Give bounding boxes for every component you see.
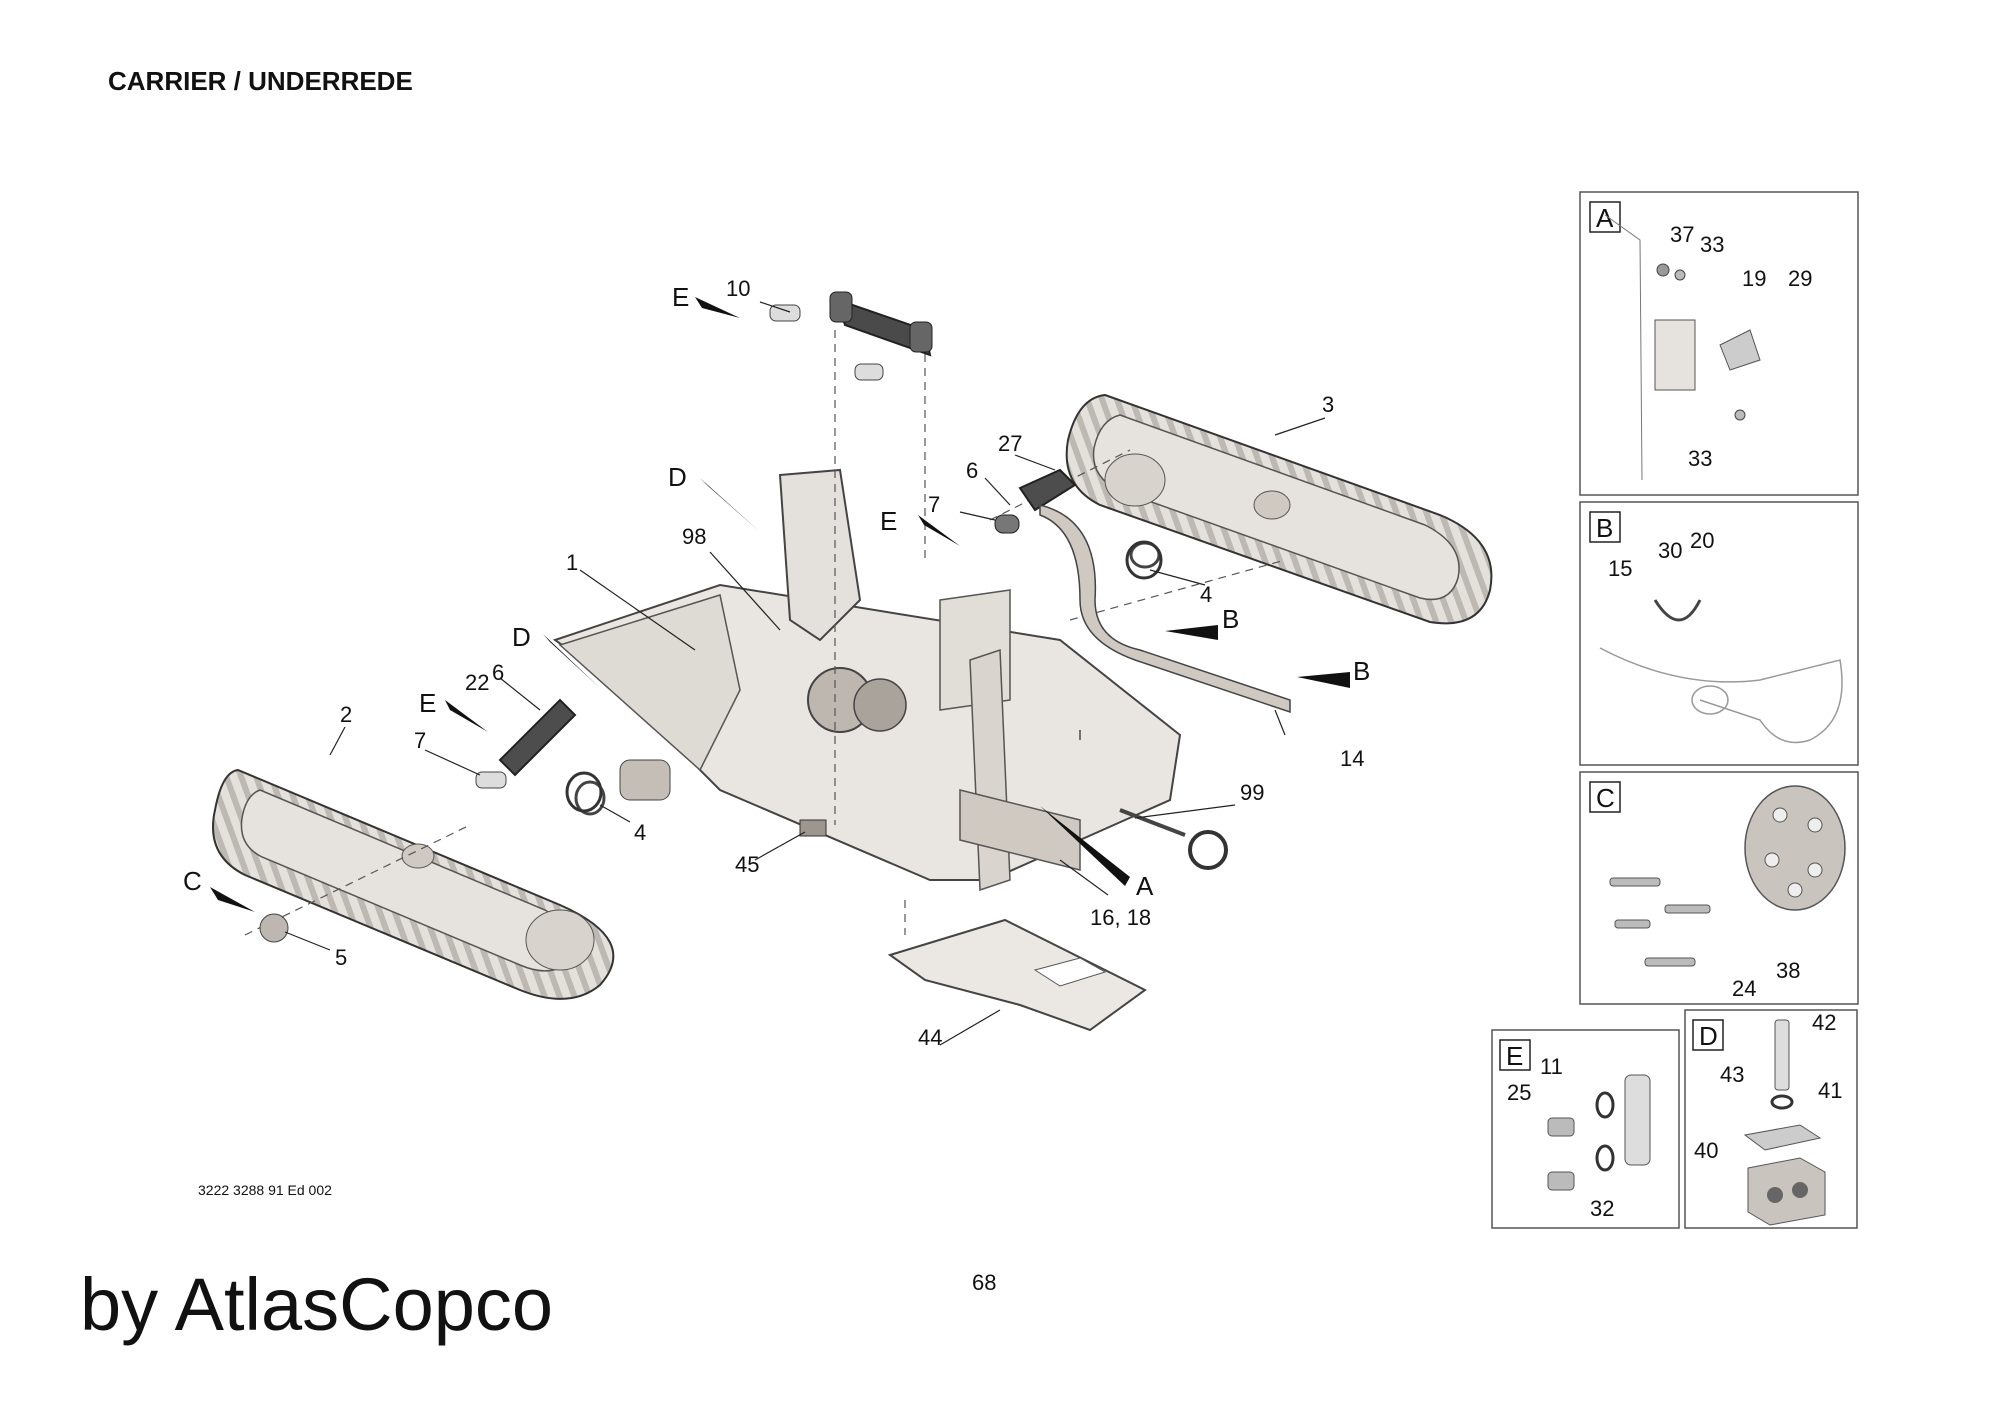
panel-c-letter: C (1596, 783, 1615, 813)
plate-cutout (1033, 957, 1107, 987)
panel-a-label-29: 29 (1788, 266, 1812, 291)
page-title: CARRIER / UNDERREDE (108, 66, 413, 96)
panel-d-letter: D (1699, 1021, 1718, 1051)
view-pointers (210, 297, 1350, 912)
callout-99: 99 (1240, 780, 1264, 805)
detail-panel-c: C 24 38 (1579, 771, 1859, 1005)
carrier-frame (552, 468, 1182, 892)
callout-6-right: 6 (966, 458, 978, 483)
panel-a-label-33-top: 33 (1700, 232, 1724, 257)
callout-7-right: 7 (928, 492, 940, 517)
callout-4-right: 4 (1200, 582, 1212, 607)
callout-98: 98 (682, 524, 706, 549)
callout-4-left: 4 (634, 820, 646, 845)
callout-1: 1 (566, 550, 578, 575)
page-number: 68 (972, 1270, 997, 1295)
tow-ring (1188, 830, 1228, 870)
panel-b-label-20: 20 (1690, 528, 1714, 553)
ring-4-left (565, 771, 603, 813)
marker-b-lower: B (1353, 656, 1370, 686)
callout-5: 5 (335, 945, 347, 970)
document-number: 3222 3288 91 Ed 002 (198, 1182, 332, 1198)
panel-e-letter: E (1506, 1041, 1523, 1071)
panel-c-label-38: 38 (1776, 958, 1800, 983)
marker-e-top: E (672, 282, 689, 312)
panel-d-label-40: 40 (1694, 1138, 1718, 1163)
panel-b-letter: B (1596, 513, 1613, 543)
marker-d-left: D (512, 622, 531, 652)
left-track (212, 768, 615, 1000)
bracket-45 (799, 819, 827, 837)
panel-d-label-41: 41 (1818, 1078, 1842, 1103)
cylinder-right (994, 468, 1291, 714)
ring-4-right (1125, 540, 1163, 580)
panel-c-label-24: 24 (1732, 976, 1756, 1001)
detail-panel-e: E 11 25 32 (1491, 1029, 1680, 1229)
marker-d-top: D (668, 462, 687, 492)
callout-22: 22 (465, 670, 489, 695)
marker-c: C (183, 866, 202, 896)
callout-14: 14 (1340, 746, 1364, 771)
callout-45: 45 (735, 852, 759, 877)
panel-d-label-42: 42 (1812, 1010, 1836, 1035)
detail-panel-d: D 42 43 41 40 (1684, 1009, 1858, 1229)
marker-a: A (1136, 871, 1154, 901)
detail-panel-a: A 37 33 19 29 33 (1579, 191, 1859, 496)
sprocket-disc (259, 913, 289, 943)
panel-a-letter: A (1596, 203, 1614, 233)
callout-44: 44 (918, 1025, 942, 1050)
marker-e-left: E (419, 688, 436, 718)
panel-e-label-11: 11 (1540, 1054, 1563, 1079)
panel-a-label-37: 37 (1670, 222, 1694, 247)
panel-e-label-32: 32 (1590, 1196, 1614, 1221)
panel-d-label-43: 43 (1720, 1062, 1744, 1087)
brand-signature: by AtlasCopco (80, 1263, 554, 1346)
cylinder-left (475, 698, 671, 816)
panel-b-label-15: 15 (1608, 556, 1632, 581)
tow-rod (1119, 808, 1186, 837)
callout-2: 2 (340, 702, 352, 727)
panel-b-label-30: 30 (1658, 538, 1682, 563)
right-track (1065, 393, 1493, 625)
leader-lines (284, 301, 1326, 1046)
callout-3: 3 (1322, 392, 1334, 417)
panel-e-label-25: 25 (1507, 1080, 1531, 1105)
panel-a-label-33-bottom: 33 (1688, 446, 1712, 471)
cylinder-top (769, 291, 933, 381)
bottom-plate (887, 918, 1147, 1032)
callout-27: 27 (998, 431, 1022, 456)
callout-16-18: 16, 18 (1090, 905, 1151, 930)
callout-7-left: 7 (414, 728, 426, 753)
detail-panel-b: B 15 30 20 (1579, 501, 1859, 766)
marker-e-right: E (880, 506, 897, 536)
callout-6-left: 6 (492, 660, 504, 685)
panel-a-label-19: 19 (1742, 266, 1766, 291)
marker-b-top: B (1222, 604, 1239, 634)
callout-10: 10 (726, 276, 750, 301)
